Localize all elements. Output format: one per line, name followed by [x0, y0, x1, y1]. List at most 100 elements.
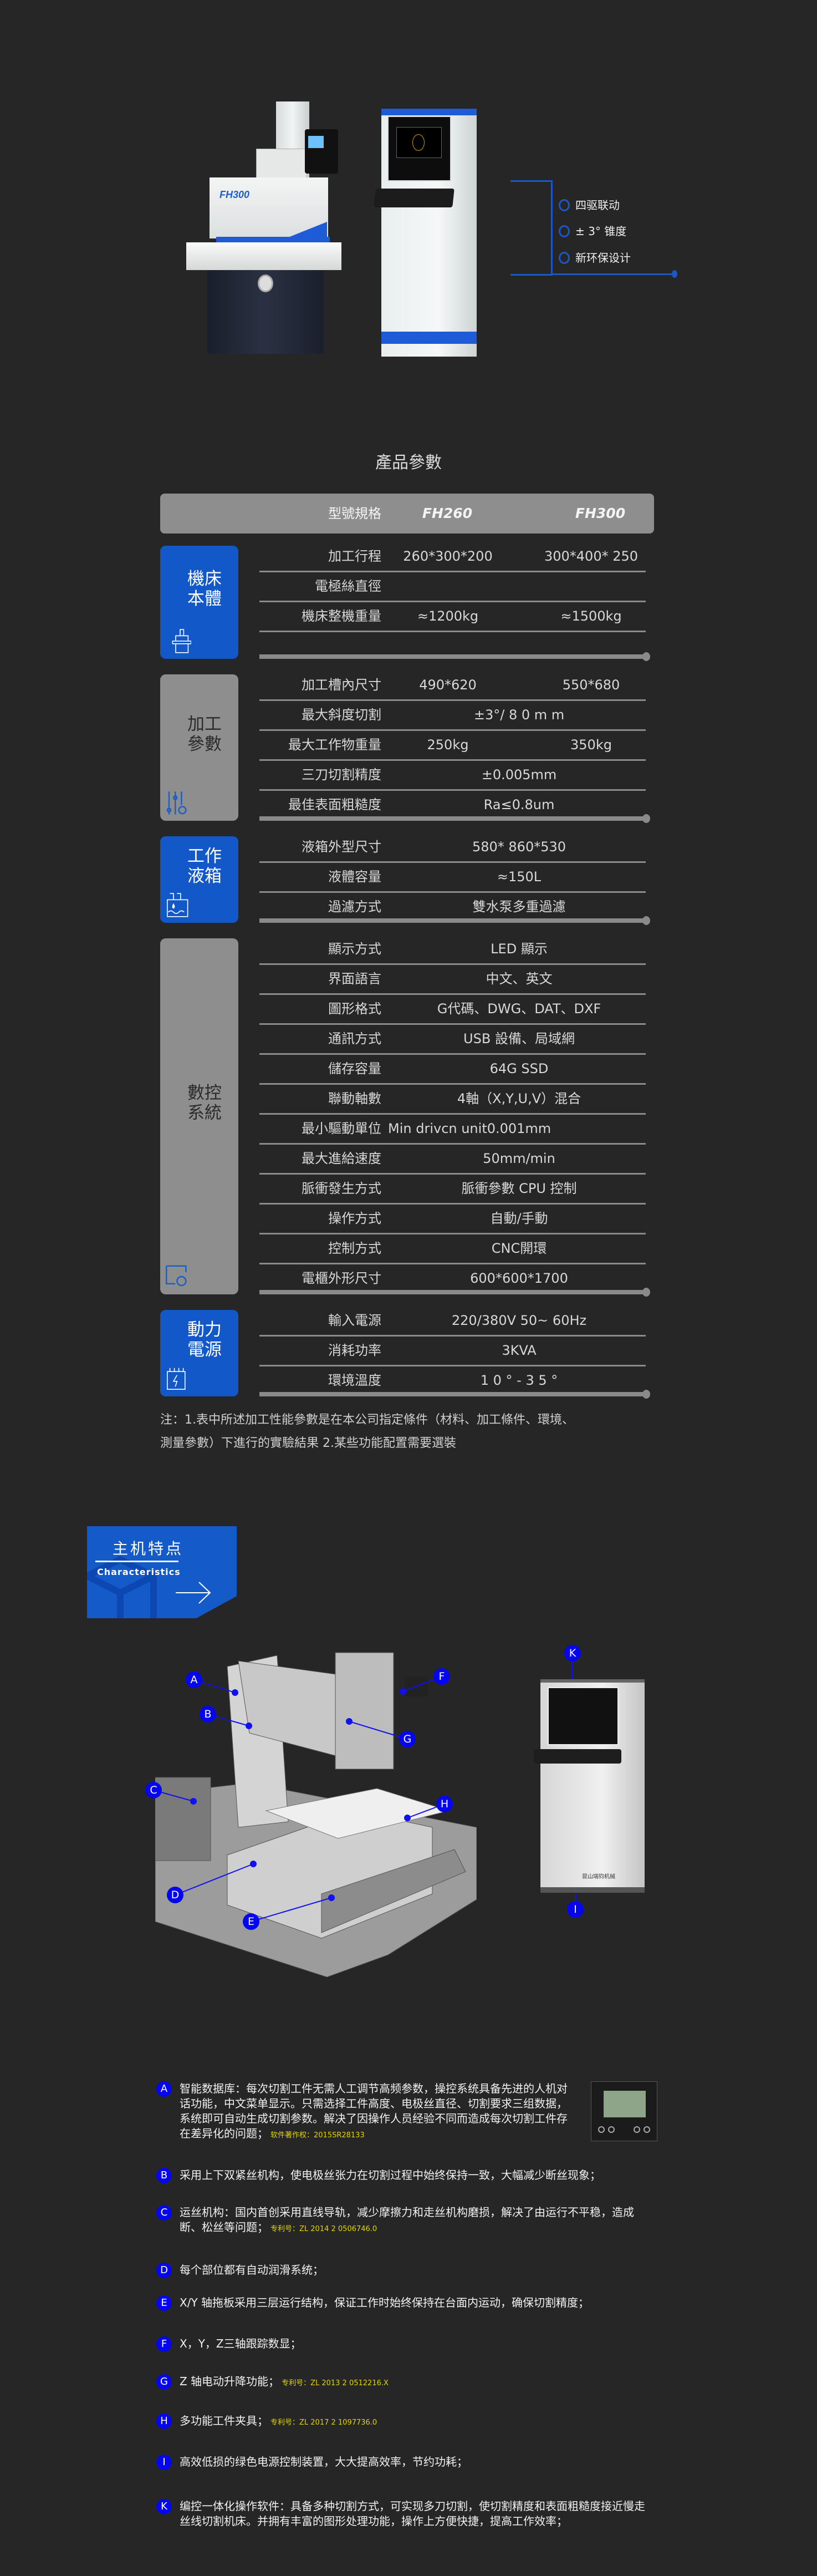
group-name: 動力電源 — [187, 1320, 222, 1360]
spec-label: 最大斜度切割 — [302, 707, 381, 723]
patent-number: 专利号：ZL 2017 2 1097736.0 — [270, 2419, 377, 2427]
cabinet-top-stripe — [381, 109, 477, 115]
characteristics-title: 主机特点 — [113, 1539, 184, 1558]
spec-value: CNC開環 — [491, 1241, 547, 1256]
group-block-3: 工作液箱 — [160, 836, 238, 923]
spec-value: 250kg — [427, 737, 469, 753]
row-end-dot — [642, 814, 650, 823]
row-end-dot — [642, 916, 650, 925]
row-end-dot — [642, 1390, 650, 1399]
spec-value: 260*300*200 — [403, 548, 493, 564]
spec-row: 顯示方式 LED 顯示 — [259, 935, 646, 965]
diagram-cabinet-screen — [548, 1687, 619, 1745]
patent-number: 专利号：ZL 2013 2 0512216.X — [282, 2379, 389, 2387]
feature-text-block: 多功能工件夹具；专利号：ZL 2017 2 1097736.0 — [180, 2414, 655, 2430]
cabinet-brand: 昆山瑞钧机械 — [582, 1874, 615, 1880]
spec-value: 550*680 — [562, 677, 620, 693]
spec-value: 脈衝參數 CPU 控制 — [461, 1181, 577, 1196]
group-name: 機床本體 — [187, 569, 222, 609]
feature-text: 采用上下双紧丝机构，使电极丝张力在切割过程中始终保持一致，大幅减少断丝现象； — [180, 2168, 601, 2182]
spec-value: 雙水泵多重過濾 — [472, 899, 566, 914]
cabinet-bottom-stripe — [381, 332, 477, 344]
spec-row: 環境溫度 1 0 ° - 3 5 ° — [259, 1366, 650, 1399]
spec-value: USB 設備、局域網 — [463, 1031, 575, 1046]
feature-text-block: 每个部位都有自动润滑系统； — [180, 2263, 655, 2278]
feature-text-block: 采用上下双紧丝机构，使电极丝张力在切割过程中始终保持一致，大幅减少断丝现象； — [180, 2168, 655, 2183]
spec-row: 電極絲直徑 — [259, 572, 646, 602]
model-fh300: FH300 — [575, 505, 626, 521]
note-line: 注：1.表中所述加工性能參數是在本公司指定條件（材料、加工條件、環境、 — [160, 1413, 574, 1427]
machine-accent — [285, 222, 327, 238]
cube-watermark-icon — [87, 1556, 157, 1618]
spec-label: 消耗功率 — [328, 1343, 381, 1358]
spec-label: 液箱外型尺寸 — [302, 839, 381, 855]
spec-row: 過濾方式雙水泵多重過濾 — [259, 893, 650, 925]
spec-value: 580* 860*530 — [472, 839, 566, 855]
hero-feature-text: 新环保设计 — [575, 251, 631, 265]
spec-label: 顯示方式 — [328, 941, 381, 957]
spec-row: 三刀切割精度±0.005mm — [259, 761, 646, 791]
feature-text-block: X/Y 轴拖板采用三层运行结构，保证工作时始终保持在台面内运动，确保切割精度； — [180, 2295, 655, 2310]
callout-d: D — [167, 1887, 183, 1903]
spec-label: 最大進給速度 — [302, 1151, 381, 1166]
spec-label: 機床整機重量 — [302, 608, 381, 624]
spec-value: Ra≤0.8um — [483, 797, 555, 812]
feature-letter-badge: A — [156, 2081, 172, 2097]
callout-b: B — [200, 1706, 216, 1723]
feature-text: X，Y，Z三轴跟踪数显； — [180, 2337, 302, 2350]
feature-item: E X/Y 轴拖板采用三层运行结构，保证工作时始终保持在台面内运动，确保切割精度； — [156, 2295, 655, 2336]
note-line: 測量參數）下進行的實驗結果 2.某些功能配置需要選裝 — [160, 1436, 456, 1450]
spec-value: ≈1200kg — [417, 608, 479, 624]
group-block-5: 動力電源 — [160, 1310, 238, 1396]
feature-text: 高效低损的绿色电源控制装置，大大提高效率，节约功耗； — [180, 2455, 468, 2468]
spec-label: 輸入電源 — [328, 1313, 381, 1328]
feature-letter-badge: B — [156, 2168, 172, 2183]
spec-label: 操作方式 — [328, 1211, 381, 1226]
fluid-tank-icon — [167, 893, 188, 917]
machine-accent-bar — [216, 237, 330, 242]
machine-model-label: FH300 — [219, 189, 250, 200]
spec-value: LED 顯示 — [491, 941, 548, 957]
spec-value: ≈150L — [497, 869, 542, 885]
group-name: 加工參數 — [187, 714, 222, 754]
feature-text-block: Z 轴电动升降功能；专利号：ZL 2013 2 0512216.X — [180, 2374, 655, 2391]
characteristics-subtitle: Characteristics — [97, 1567, 181, 1577]
hero-feature-text: ± 3° 锥度 — [575, 225, 627, 238]
spec-header-bar: 型號規格 FH260 FH300 — [160, 494, 654, 534]
spec-value: 1 0 ° - 3 5 ° — [480, 1373, 558, 1388]
arrow-right-icon[interactable] — [176, 1582, 212, 1604]
group-block-1: 機床本體 — [160, 546, 238, 659]
feature-text-block: 运丝机构：国内首创采用直线导轨，减少摩擦力和走丝机构磨损，解决了由运行不平稳，造… — [180, 2205, 655, 2237]
feature-letter-badge: E — [156, 2295, 172, 2311]
feature-text-block: 编控一体化操作软件：具备多种切割方式，可实现多刀切割，使切割精度和表面粗糙度接近… — [180, 2499, 655, 2529]
machine-handwheel — [258, 275, 273, 292]
spec-label: 環境溫度 — [328, 1373, 381, 1388]
feature-bracket-tail — [551, 273, 674, 275]
control-panel-thumbnail — [591, 2081, 657, 2141]
